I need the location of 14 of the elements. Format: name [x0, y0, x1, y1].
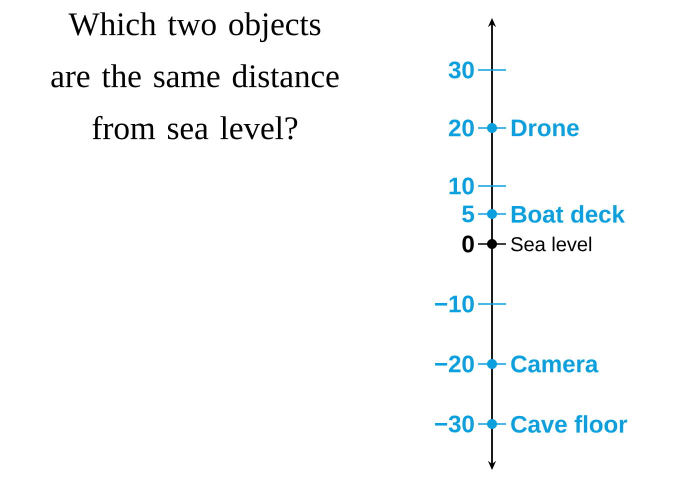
tick-label: −10 [435, 296, 474, 312]
point-label: Drone [512, 120, 579, 136]
point-label: Boat deck [512, 205, 625, 223]
tick-label: 0 [462, 236, 474, 252]
point-label: Camera [511, 356, 598, 372]
question-text: Which two objects are the same distance from sea level? [51, 12, 339, 140]
point-label: Sea level [511, 236, 592, 252]
tick-label: 30 [448, 61, 474, 78]
tick-label: −20 [435, 356, 474, 372]
tick-label: 20 [448, 120, 474, 136]
tick-label: −30 [435, 416, 474, 432]
tick-label: 10 [450, 178, 474, 194]
point-label: Cave floor [511, 415, 628, 433]
tick-label: 5 [462, 206, 474, 222]
